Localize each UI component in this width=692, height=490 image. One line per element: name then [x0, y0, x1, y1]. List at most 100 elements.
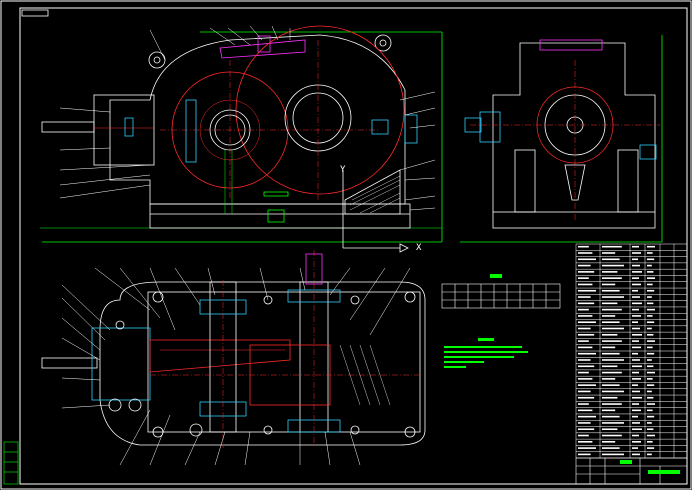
- parts-list-cell-text: [647, 271, 654, 273]
- revision-block: [3, 441, 19, 485]
- parts-list-cell-text: [632, 447, 638, 449]
- parts-list-cell-text: [647, 315, 653, 317]
- parts-list-cell-text: [602, 327, 624, 330]
- plan-view: [41, 250, 426, 448]
- parts-list-cell-text: [578, 422, 591, 424]
- parts-list-cell-text: [647, 327, 652, 330]
- parts-list-cell-text: [647, 289, 655, 292]
- parts-list-cell-text: [647, 245, 655, 248]
- parts-list-cell-text: [647, 441, 653, 443]
- parts-list-cell-text: [647, 321, 655, 324]
- parts-list-cell-text: [602, 346, 616, 349]
- parts-list-text-marks: [578, 245, 655, 456]
- x-axis-mark: X: [416, 243, 422, 253]
- parts-list-cell-text: [578, 434, 589, 437]
- parts-list-cell-text: [578, 447, 596, 449]
- parts-list-cell-text: [632, 334, 642, 336]
- parts-list-cell-text: [602, 403, 622, 405]
- parts-list-cell-text: [647, 346, 653, 349]
- gear-parameter-table: [441, 274, 561, 309]
- front-view-leaders: [59, 25, 436, 211]
- parts-list-cell-text: [578, 296, 591, 298]
- parts-list-cell-text: [578, 378, 593, 380]
- parts-list-cell-text: [578, 340, 589, 342]
- parts-list-cell-text: [602, 283, 616, 286]
- parts-list-cell-text: [632, 340, 639, 342]
- parts-list-cell-text: [647, 277, 655, 279]
- parts-list-cell-text: [602, 453, 624, 456]
- parts-list-cell-text: [602, 334, 618, 336]
- parts-list-cell-text: [632, 245, 639, 248]
- parts-list-cell-text: [632, 346, 641, 349]
- parts-list-cell-text: [647, 340, 655, 342]
- parts-list-cell-text: [647, 403, 655, 405]
- parts-list-cell-text: [578, 245, 589, 248]
- parts-list-cell-text: [602, 390, 624, 393]
- parts-list-cell-text: [647, 384, 655, 386]
- parts-list-cell-text: [602, 352, 620, 355]
- parts-list-cell-text: [578, 428, 595, 431]
- parts-list-cell-text: [632, 384, 638, 386]
- parts-list-cell-text: [578, 365, 595, 368]
- parts-list-cell-text: [647, 378, 653, 380]
- parts-list-cell-text: [602, 378, 616, 380]
- parts-list-cell-text: [602, 340, 622, 342]
- parts-list-cell-text: [578, 258, 596, 261]
- parts-list-cell-text: [602, 409, 616, 412]
- front-view: [40, 25, 443, 253]
- parts-list-cell-text: [602, 277, 622, 279]
- parts-list-cell-text: [632, 283, 641, 286]
- parts-list-cell-text: [578, 409, 593, 412]
- parts-list-cell-text: [602, 371, 622, 374]
- parts-list-cell-text: [578, 334, 595, 336]
- parts-list-cell-text: [647, 453, 652, 456]
- parts-list-cell-text: [632, 371, 639, 374]
- parts-list-cell-text: [602, 434, 622, 437]
- parts-list-cell-text: [632, 428, 642, 431]
- parts-list-cell-text: [578, 352, 596, 355]
- parts-list-cell-text: [578, 453, 591, 456]
- parts-list-cell-text: [578, 441, 593, 443]
- side-view: [460, 35, 663, 243]
- parts-list-cell-text: [578, 289, 596, 292]
- parts-list-cell-text: [602, 321, 620, 324]
- parts-list-cell-text: [632, 271, 642, 273]
- parts-list-cell-text: [578, 315, 593, 317]
- parts-list-cell-text: [632, 327, 640, 330]
- parts-list-cell-text: [632, 302, 642, 305]
- parts-list-cell-text: [602, 308, 622, 311]
- parts-list-cell-text: [602, 315, 616, 317]
- parts-list-cell-text: [647, 302, 654, 305]
- parts-list-cell-text: [647, 296, 652, 298]
- parts-list-cell-text: [632, 321, 638, 324]
- parts-list-cell-text: [602, 245, 622, 248]
- parts-list-cell-text: [632, 409, 641, 412]
- parts-list-cell-text: [602, 271, 618, 273]
- parts-list-cell-text: [602, 258, 620, 261]
- parts-list-cell-text: [632, 296, 640, 298]
- parts-list-cell-text: [578, 384, 596, 386]
- parts-list-cell-text: [602, 264, 624, 267]
- title-tag-box: [21, 9, 49, 17]
- parts-list-cell-text: [578, 390, 591, 393]
- parts-list-cell-text: [602, 428, 618, 431]
- parts-list-cell-text: [602, 447, 620, 449]
- parts-list-cell-text: [578, 302, 595, 305]
- parts-list-cell-text: [632, 359, 640, 361]
- parts-list-cell-text: [602, 289, 620, 292]
- parts-list-cell-text: [632, 390, 640, 393]
- parts-list-cell-text: [578, 346, 593, 349]
- parts-list-cell-text: [578, 321, 596, 324]
- parts-list-cell-text: [647, 415, 655, 418]
- parts-list-cell-text: [578, 403, 589, 405]
- parts-list-cell-text: [647, 428, 654, 431]
- parts-list-cell-text: [632, 441, 641, 443]
- parts-list-cell-text: [578, 371, 589, 374]
- parts-list-cell-text: [647, 334, 654, 336]
- parts-list-cell-text: [632, 434, 639, 437]
- parts-list-cell-text: [647, 308, 655, 311]
- parts-list-cell-text: [602, 441, 616, 443]
- parts-list-cell-text: [578, 415, 596, 418]
